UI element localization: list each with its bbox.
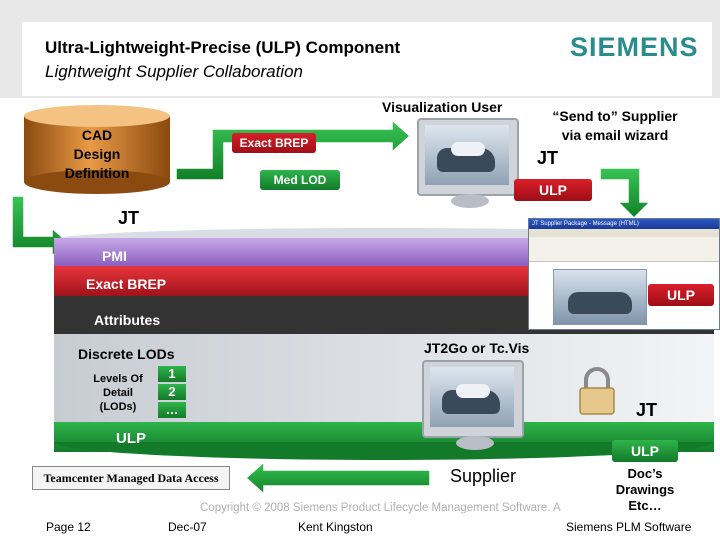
exact-brep-band-label: Exact BREP <box>86 276 167 292</box>
teamcenter-box: Teamcenter Managed Data Access <box>32 466 230 490</box>
med-lod-pill: Med LOD <box>260 170 340 190</box>
page-number: Page 12 <box>46 520 91 534</box>
slide-title: Ultra-Lightweight-Precise (ULP) Componen… <box>45 38 401 57</box>
email-title-bar: JT Supplier Package - Message (HTML) <box>529 219 719 229</box>
supplier-label: Supplier <box>450 466 517 486</box>
supplier-monitor-icon <box>422 360 534 452</box>
viz-user-label: Visualization User <box>382 99 503 115</box>
ulp-stack-label: ULP <box>116 430 146 447</box>
send-to-line: “Send to” Supplier <box>552 108 678 124</box>
cad-line: CAD <box>81 127 113 143</box>
jt2go-label: JT2Go or Tc.Vis <box>424 340 530 356</box>
discrete-lods-label: Discrete LODs <box>78 346 175 362</box>
email-preview-image <box>553 269 647 325</box>
lod-level: … <box>158 402 186 418</box>
levels-line: Detail <box>103 387 133 399</box>
levels-of-detail-label: Levels Of Detail (LODs) <box>78 372 158 414</box>
attributes-label: Attributes <box>94 312 161 328</box>
jt-label-lock: JT <box>636 400 658 420</box>
ulp-pill-viz: ULP <box>514 179 592 201</box>
levels-line: Levels Of <box>93 373 143 385</box>
footer-author: Kent Kingston <box>298 520 373 534</box>
viz-monitor-icon <box>417 118 529 210</box>
pmi-label: PMI <box>102 248 127 264</box>
docs-label: Doc’s Drawings Etc… <box>592 466 698 514</box>
header-panel <box>22 22 712 96</box>
copyright-text: Copyright © 2008 Siemens Product Lifecyc… <box>200 502 561 514</box>
email-window: JT Supplier Package - Message (HTML) <box>528 218 720 330</box>
levels-line: (LODs) <box>99 401 137 413</box>
jt-label-viz: JT <box>537 148 559 168</box>
cad-label: CAD Design Definition <box>22 126 172 183</box>
siemens-logo: SIEMENS <box>570 32 699 62</box>
footer-date: Dec-07 <box>168 520 207 534</box>
cad-line: Definition <box>64 165 130 181</box>
ulp-pill-lock: ULP <box>612 440 678 462</box>
docs-line: Drawings <box>615 482 675 497</box>
arrow-to-teamcenter <box>244 460 431 496</box>
lod-level: 2 <box>158 384 186 400</box>
cad-cylinder-icon <box>24 105 170 194</box>
arrow-viz-to-email <box>599 167 652 220</box>
docs-line: Doc’s <box>627 466 663 481</box>
docs-line: Etc… <box>628 498 662 513</box>
lod-level: 1 <box>158 366 186 382</box>
cad-line: Design <box>73 146 121 162</box>
jt-label-stack: JT <box>118 208 140 228</box>
send-to-label: “Send to” Supplier via email wizard <box>520 107 710 145</box>
padlock-icon <box>579 367 615 415</box>
exact-brep-pill: Exact BREP <box>232 133 316 153</box>
ulp-pill-email: ULP <box>648 284 714 306</box>
slide-subtitle: Lightweight Supplier Collaboration <box>45 62 303 81</box>
send-to-line: via email wizard <box>561 127 669 143</box>
lod-levels: 1 2 … <box>158 366 186 418</box>
footer-company: Siemens PLM Software <box>566 520 692 534</box>
